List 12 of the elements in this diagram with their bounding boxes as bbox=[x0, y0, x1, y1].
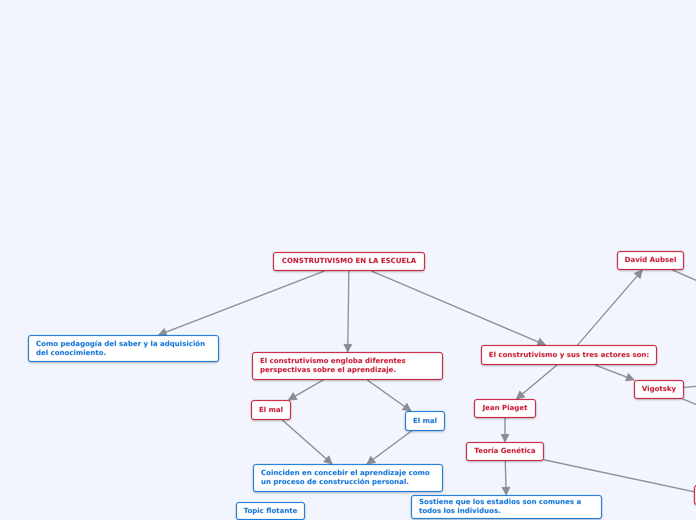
arrow bbox=[577, 269, 643, 346]
arrow bbox=[371, 270, 546, 346]
arrow bbox=[282, 420, 333, 465]
arrow bbox=[516, 364, 558, 400]
arrow bbox=[366, 430, 412, 465]
arrow bbox=[500, 418, 510, 443]
arrow bbox=[158, 270, 325, 336]
arrow bbox=[343, 270, 352, 353]
arrow bbox=[366, 379, 412, 412]
arrow bbox=[501, 460, 510, 496]
arrow bbox=[594, 364, 636, 382]
arrow bbox=[288, 379, 324, 401]
